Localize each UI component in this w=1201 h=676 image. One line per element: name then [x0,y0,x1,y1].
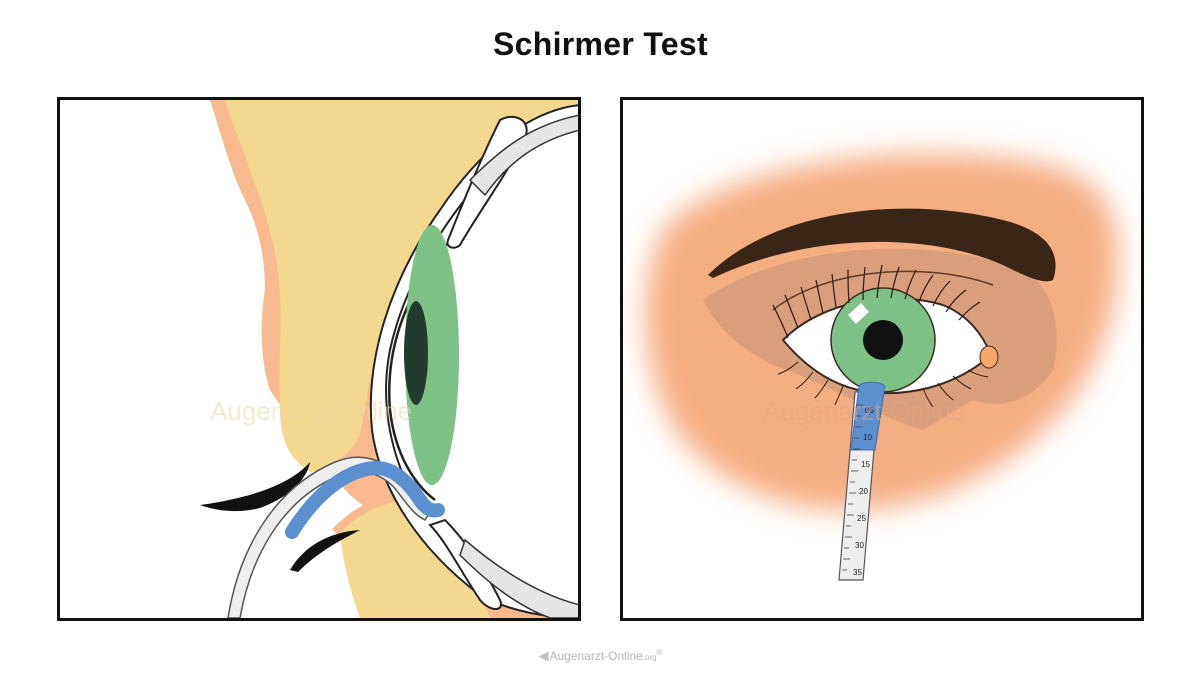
lower-fornix [459,538,578,618]
upper-fornix [468,114,578,197]
scale-label-20: 20 [859,487,868,496]
page-title: Schirmer Test [493,26,708,62]
conjunctiva-outline [385,159,501,491]
pupil [863,320,903,360]
watermark-left: Augenarzt-Online [210,396,412,426]
strip-scale-ticks [842,404,863,571]
footer-registered-mark: ® [656,648,663,657]
scale-label-35: 35 [853,568,862,577]
scale-label-25: 25 [857,514,866,523]
cross-section-panel: Augenarzt-Online [57,97,581,621]
strip-wetted-part [850,381,886,451]
scale-label-30: 30 [855,541,864,550]
strip-scale-labels: 05 10 15 20 25 30 35 [853,406,874,577]
eye-logo-icon: ◀ [538,648,549,663]
iris-ellipse [405,225,459,485]
lower-eyelid-skin [340,499,490,618]
frontal-view-panel: 05 10 15 20 25 30 35 Augenarzt-Online [620,97,1144,621]
footer-brand-name: Augenarzt-Online [549,649,643,663]
watermark-right: Augenarzt-Online [763,396,965,426]
pupil-ellipse [404,301,428,405]
footer-brand-tld: .org [642,653,657,662]
schirmer-strip-wetted [285,461,445,539]
lower-eyelashes [777,361,989,408]
upper-eyelashes [772,264,981,339]
eyelid-crease [772,270,994,311]
lower-eyelash [290,530,360,572]
footer-brand: ◀Augenarzt-Online.org® [0,648,1201,664]
upper-eyelid-skin [225,100,578,472]
scale-label-10: 10 [863,433,872,442]
scale-label-05: 05 [865,406,874,415]
caruncle [979,345,999,369]
upper-eyelash [200,462,310,512]
eye-frontal-illustration: 05 10 15 20 25 30 35 Augenarzt-Online [645,153,1119,581]
iris-highlight [848,303,869,324]
scale-label-15: 15 [861,460,870,469]
eyebrow [708,208,1056,282]
schirmer-strip: 05 10 15 20 25 30 35 [838,381,886,581]
eye-cross-section-illustration: Augenarzt-Online [200,100,578,618]
